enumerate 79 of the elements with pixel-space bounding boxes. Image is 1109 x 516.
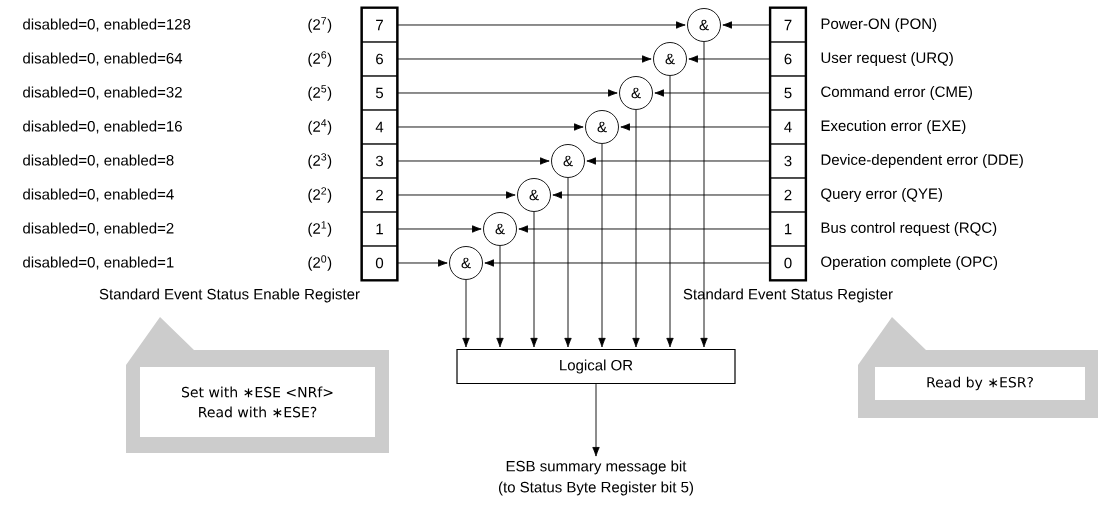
arrow: [397, 89, 618, 97]
arrow: [592, 383, 600, 457]
bit-label: (2$^{0}$): [308, 255, 332, 271]
callout: Read by ∗ESR?: [858, 317, 1098, 418]
arrow: [722, 21, 771, 29]
and-gate: &: [653, 42, 687, 76]
register-cell: 1: [361, 211, 398, 247]
arrow: [586, 157, 771, 165]
arrow: [484, 259, 771, 267]
bit-label: (2$^{2}$): [308, 187, 332, 203]
register-cell: 1: [770, 211, 806, 247]
bit-label: (2$^{6}$): [308, 51, 332, 67]
bit-label: Operation complete (OPC): [821, 256, 998, 270]
arrow: [666, 75, 674, 348]
bit-label: (2$^{7}$): [308, 17, 332, 33]
arrow: [397, 259, 448, 267]
arrow: [397, 123, 584, 131]
and-gate: &: [687, 8, 721, 42]
bit-value-label: disabled=0, enabled=8: [23, 154, 174, 168]
register-cell: 7: [770, 7, 806, 43]
register-cell: 5: [770, 75, 806, 111]
arrow: [397, 225, 482, 233]
arrow: [397, 191, 516, 199]
bit-label: Bus control request (RQC): [821, 222, 997, 236]
arrow: [620, 123, 771, 131]
bit-label: Device-dependent error (DDE): [821, 154, 1023, 168]
register-cell: 5: [361, 75, 398, 111]
arrow: [632, 109, 640, 348]
bit-label: Power-ON (PON): [821, 18, 937, 32]
bit-value-label: disabled=0, enabled=4: [23, 188, 174, 202]
register-cell: 4: [361, 109, 398, 145]
node-label: Standard Event Status Enable Register: [99, 288, 360, 303]
register-cell: 0: [361, 245, 398, 281]
bit-label: (2$^{1}$): [308, 221, 332, 237]
bit-label: Query error (QYE): [821, 188, 942, 202]
bit-value-label: disabled=0, enabled=1: [23, 256, 174, 270]
bit-value-label: disabled=0, enabled=16: [23, 120, 182, 134]
bit-label: User request (URQ): [821, 52, 953, 66]
bit-label: Execution error (EXE): [821, 120, 966, 134]
register-cell: 3: [361, 143, 398, 179]
callout: Set with ∗ESE <NRf> Read with ∗ESE?: [126, 317, 389, 453]
bit-value-label: disabled=0, enabled=128: [23, 18, 191, 32]
arrow: [688, 55, 771, 63]
arrow: [397, 55, 652, 63]
or-box: Logical OR: [456, 348, 736, 385]
arrow: [397, 157, 550, 165]
arrow: [598, 143, 606, 348]
register-cell: 7: [361, 7, 398, 43]
arrow: [700, 41, 708, 348]
and-gate: &: [585, 110, 619, 144]
output-label: ESB summary message bit (to Status Byte Register bit 5): [498, 460, 693, 496]
bit-value-label: disabled=0, enabled=64: [23, 52, 183, 66]
arrow: [462, 279, 470, 348]
and-gate: &: [517, 178, 551, 212]
arrow: [518, 225, 771, 233]
arrow: [552, 191, 771, 199]
arrow: [530, 211, 538, 348]
register-cell: 4: [770, 109, 806, 145]
arrow: [564, 177, 572, 348]
node-label: Standard Event Status Register: [683, 288, 893, 303]
register-cell: 2: [770, 177, 806, 213]
arrow: [654, 89, 771, 97]
and-gate: &: [483, 212, 517, 246]
bit-value-label: disabled=0, enabled=32: [23, 86, 182, 100]
arrow: [496, 245, 504, 348]
register-cell: 6: [361, 41, 398, 77]
bit-label: Command error (CME): [821, 86, 972, 100]
and-gate: &: [619, 76, 653, 110]
register-cell: 6: [770, 41, 806, 77]
bit-label: (2$^{3}$): [308, 153, 332, 169]
bit-value-label: disabled=0, enabled=2: [23, 222, 174, 236]
register-cell: 0: [770, 245, 806, 281]
register-cell: 2: [361, 177, 398, 213]
bit-label: (2$^{4}$): [308, 119, 332, 135]
and-gate: &: [551, 144, 585, 178]
arrow: [397, 21, 686, 29]
bit-label: (2$^{5}$): [308, 85, 332, 101]
and-gate: &: [449, 246, 483, 280]
register-cell: 3: [770, 143, 806, 179]
